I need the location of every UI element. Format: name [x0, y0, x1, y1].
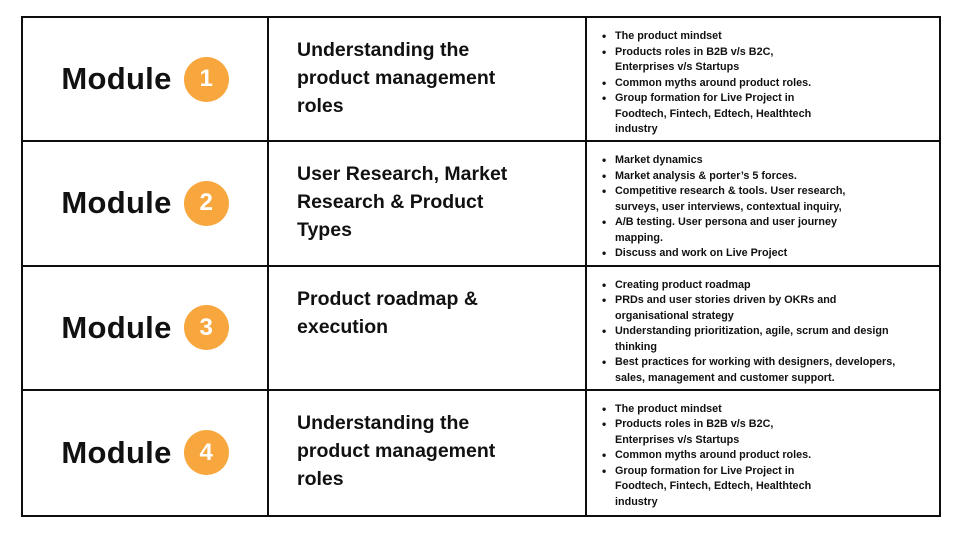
module-4-topic: Products roles in B2B v/s B2C, Enterpris… — [602, 417, 936, 448]
module-2-topic: Market dynamics — [602, 153, 936, 169]
module-1-topics-cell: The product mindset Products roles in B2… — [587, 18, 939, 143]
module-2-topic: A/B testing. User persona and user journ… — [602, 215, 936, 246]
module-1-title-cell: Understanding the product management rol… — [269, 18, 587, 143]
module-3-label: Module — [61, 309, 172, 345]
module-3-topic: PRDs and user stories driven by OKRs and… — [602, 293, 936, 324]
module-1-title: Understanding the product management rol… — [297, 39, 496, 117]
module-3-topics-list: Creating product roadmap PRDs and user s… — [602, 278, 936, 387]
module-2-topics-cell: Market dynamics Market analysis & porter… — [587, 142, 939, 267]
module-2-title: User Research, Market Research & Product… — [297, 163, 508, 242]
module-3-topic: Best practices for working with designer… — [602, 355, 936, 386]
module-3-title: Product roadmap & execution — [297, 287, 478, 338]
module-4-topics-cell: The product mindset Products roles in B2… — [587, 391, 939, 515]
module-1-topic: Products roles in B2B v/s B2C, Enterpris… — [602, 45, 936, 76]
module-2-topic: Market analysis & porter’s 5 forces. — [602, 169, 936, 185]
module-1-topic: The product mindset — [602, 29, 936, 45]
module-4-label: Module — [61, 434, 172, 470]
module-1-topic: Group formation for Live Project in Food… — [602, 91, 936, 138]
module-3-label-cell: Module 3 — [23, 266, 269, 391]
module-2-topics-list: Market dynamics Market analysis & porter… — [602, 153, 936, 262]
module-4-label-cell: Module 4 — [23, 390, 269, 515]
module-2-title-cell: User Research, Market Research & Product… — [269, 142, 587, 267]
module-2-label: Module — [61, 185, 172, 221]
module-1-label: Module — [61, 61, 172, 97]
module-1-number-badge: 1 — [183, 56, 229, 102]
module-2-label-cell: Module 2 — [23, 142, 269, 267]
module-2-number-badge: 2 — [183, 180, 229, 226]
module-2-topic: Competitive research & tools. User resea… — [602, 184, 936, 215]
module-4-topic: Group formation for Live Project in Food… — [602, 464, 936, 511]
module-4-topic: The product mindset — [602, 402, 936, 418]
module-2-topic: Discuss and work on Live Project — [602, 246, 936, 262]
module-4-topic: Common myths around product roles. — [602, 448, 936, 464]
module-3-title-cell: Product roadmap & execution — [269, 266, 587, 391]
module-1-label-cell: Module 1 — [23, 18, 269, 143]
module-4-title-cell: Understanding the product management rol… — [269, 390, 587, 515]
module-1-topic: Common myths around product roles. — [602, 76, 936, 92]
module-4-title: Understanding the product management rol… — [297, 411, 496, 490]
module-3-topics-cell: Creating product roadmap PRDs and user s… — [587, 267, 939, 391]
modules-table: Module 1 Understanding the product manag… — [21, 16, 941, 517]
module-3-topic: Creating product roadmap — [602, 278, 936, 294]
module-4-topics-list: The product mindset Products roles in B2… — [602, 402, 936, 511]
module-4-number-badge: 4 — [183, 430, 229, 476]
module-3-number-badge: 3 — [183, 305, 229, 351]
module-3-topic: Understanding prioritization, agile, scr… — [602, 324, 936, 355]
module-1-topics-list: The product mindset Products roles in B2… — [602, 29, 936, 138]
